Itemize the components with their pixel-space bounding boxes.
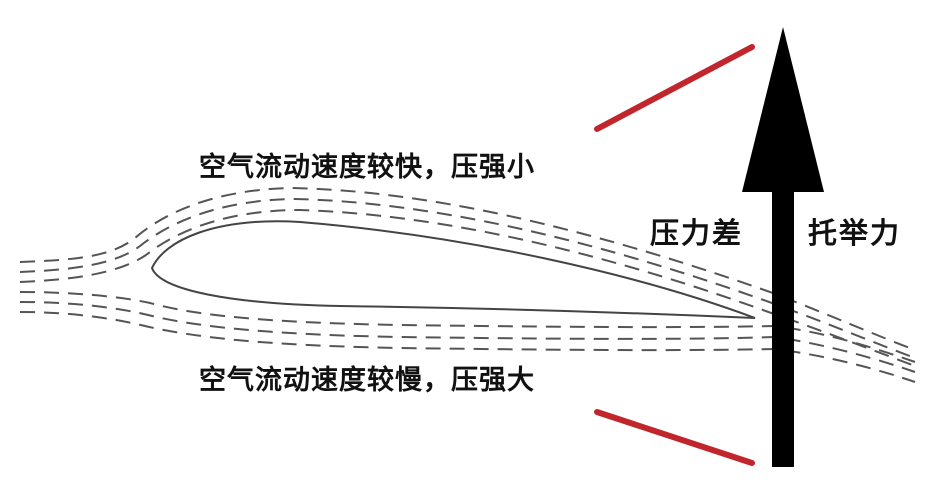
upper-streamlines — [19, 186, 916, 367]
pressure-difference-label: 压力差 — [650, 216, 744, 250]
streamline — [19, 291, 916, 363]
lift-arrow-shaft — [772, 185, 794, 467]
lower-pressure-indicator-line — [594, 409, 755, 466]
upper-pressure-indicator-line — [594, 44, 755, 132]
lift-force-label: 托举力 — [808, 216, 902, 250]
lower-streamlines — [19, 291, 916, 383]
lift-arrow-head — [742, 27, 824, 192]
streamline — [19, 186, 916, 351]
streamline — [19, 301, 916, 373]
lift-arrow — [742, 27, 824, 467]
streamline — [19, 208, 916, 367]
lower-flow-label: 空气流动速度较慢，压强大 — [199, 365, 535, 396]
streamline — [19, 197, 916, 359]
airfoil-outline — [150, 220, 756, 319]
upper-flow-label: 空气流动速度较快，压强小 — [199, 152, 535, 183]
